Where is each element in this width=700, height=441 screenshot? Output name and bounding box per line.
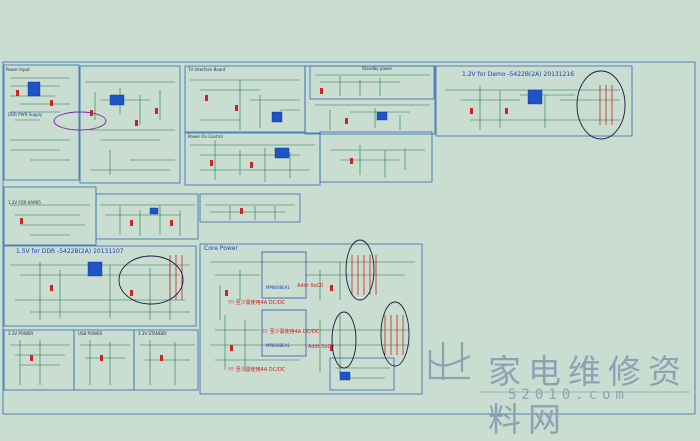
sheet-border xyxy=(2,61,696,415)
label-3v3-standby: 3.3V STANDBY xyxy=(138,331,167,336)
label-demo-title: 1.2V for Demo -5422B(2A) 20131216 xyxy=(462,71,575,78)
label-addr-2: Addr 0xC0 xyxy=(308,344,335,350)
label-core-title: Core Power xyxy=(204,245,238,252)
label-warn-2: !!! 至少需使用4A DC/DC xyxy=(262,329,320,335)
label-tv-block: TV Interface Board xyxy=(188,67,226,72)
label-power-input: Power Input xyxy=(6,67,30,72)
label-power-on: Power On Control xyxy=(188,134,223,139)
label-chip-2: MP8608EA1 xyxy=(266,343,290,348)
watermark-url: 52010.com xyxy=(508,387,629,403)
highlight-ellipses xyxy=(53,70,626,369)
capacitor-banks xyxy=(169,85,613,355)
label-usb: USB POWER xyxy=(78,331,103,336)
label-ddr-title: 1.5V for DDR -5422B(2A) 20131107 xyxy=(16,248,124,255)
label-warn-3: !!! 至少需使用4A DC/DC xyxy=(228,367,286,373)
label-warn-1: !!! 至少需使用4A DC/DC xyxy=(228,300,286,306)
core-ic-frames xyxy=(261,251,307,357)
label-3v3: 3.3V POWER xyxy=(8,331,34,336)
label-standby: Standby power xyxy=(362,66,393,71)
label-1v2: 1.2V FOR 6A965 xyxy=(8,200,41,205)
components xyxy=(16,88,508,361)
label-addr-1: Addr 0xC0 xyxy=(297,283,324,289)
ic-chips xyxy=(27,81,543,381)
label-ddr-pwr: DDR PWR Supply xyxy=(8,112,43,117)
watermark-logo xyxy=(428,342,471,380)
label-chip-1: MP8608EA1 xyxy=(266,285,290,290)
schematic-canvas xyxy=(2,61,696,415)
section-frames xyxy=(3,64,633,395)
wiring xyxy=(10,74,620,385)
